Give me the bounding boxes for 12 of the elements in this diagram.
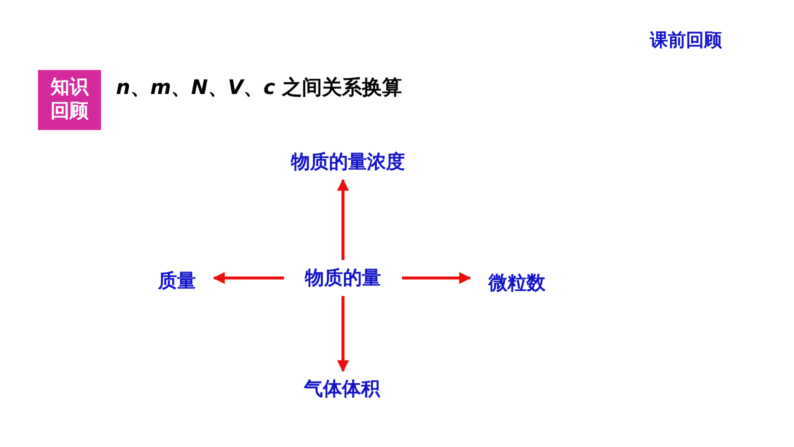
topic-badge: 知识回顾 bbox=[38, 70, 101, 130]
arrow bbox=[402, 272, 472, 284]
concept-label: 物质的量 bbox=[305, 266, 381, 291]
section-heading: 课前回顾 bbox=[650, 29, 722, 52]
arrow bbox=[337, 178, 349, 260]
concept-label: 微粒数 bbox=[488, 271, 546, 296]
arrow bbox=[212, 272, 284, 284]
concept-label: 气体体积 bbox=[304, 377, 380, 402]
title-text: n、m、N、V、c 之间关系换算 bbox=[116, 74, 402, 101]
concept-label: 质量 bbox=[158, 269, 196, 294]
concept-label: 物质的量浓度 bbox=[291, 150, 405, 175]
arrow bbox=[337, 296, 349, 372]
